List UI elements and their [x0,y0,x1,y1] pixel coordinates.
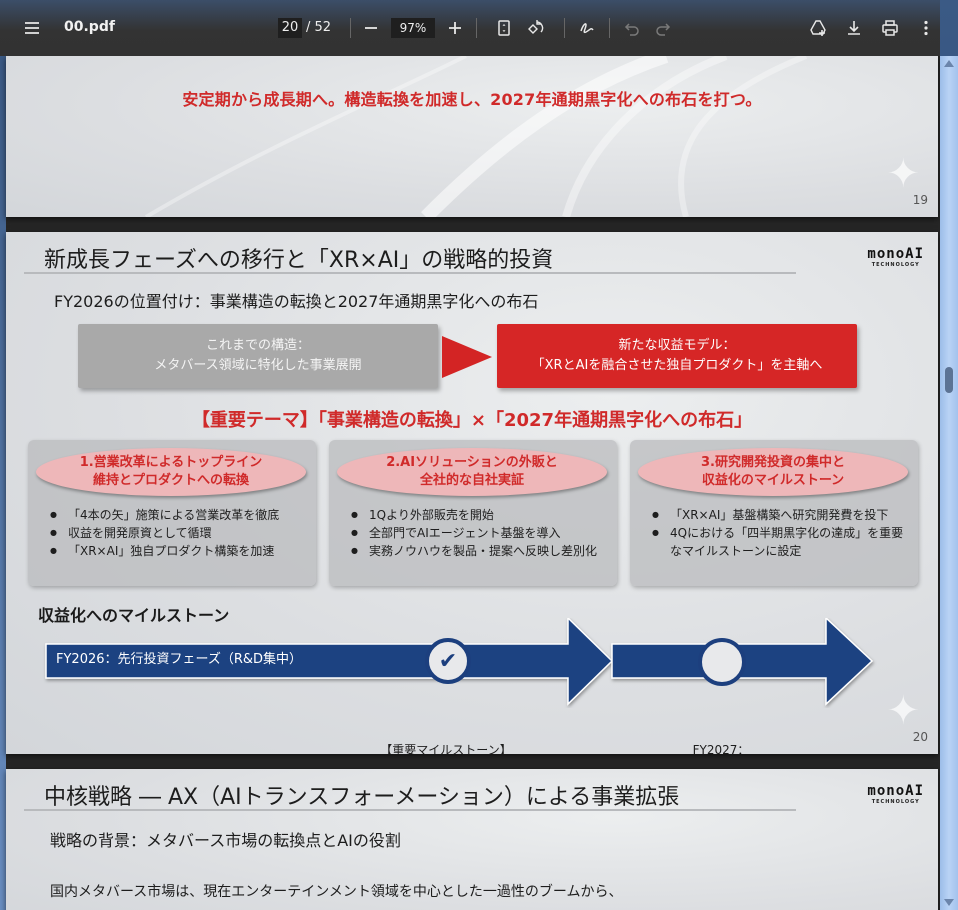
new-model-text: 「XRとAIを融合させた独自プロダクト」を主軸へ [531,358,823,373]
card-title: 1.営業改革によるトップライン 維持とプロダクトへの転換 [36,448,306,496]
bullet-item: 「4本の矢」施策による営業改革を徹底 [50,506,308,524]
new-model-box: 新たな収益モデル： 「XRとAIを融合させた独自プロダクト」を主軸へ [497,324,857,388]
strategy-card: 1.営業改革によるトップライン 維持とプロダクトへの転換 「4本の矢」施策による… [28,440,316,586]
checkmark-icon: ✔ [425,638,471,684]
toolbar-divider [609,18,610,38]
pdf-page-19: 安定期から成長期へ。構造転換を加速し、2027年通期黒字化への布石を打つ。 ✦ … [6,56,938,217]
old-structure-label: これまでの構造： [205,338,310,353]
redo-icon[interactable] [651,16,675,40]
sparkle-icon: ✦ [886,688,920,734]
pdf-toolbar: 00.pdf 20 / 52 97% [0,0,940,56]
slide-title: 中核戦略 ― AX（AIトランスフォーメーション）による事業拡張 [44,785,680,810]
card-title-line: 3.研究開発投資の集中と [701,455,845,470]
monoai-logo: monoAI TECHNOLOGY [867,246,924,268]
slide-title: 新成長フェーズへの移行と「XR×AI」の戦略的投資 [44,248,554,273]
page-19-headline: 安定期から成長期へ。構造転換を加速し、2027年通期黒字化への布石を打つ。 [182,90,762,109]
new-model-label: 新たな収益モデル： [618,338,736,353]
toolbar-divider [350,18,351,38]
menu-icon[interactable] [20,16,44,40]
title-divider [24,272,796,274]
bullet-item: 実務ノウハウを製品・提案へ反映し差別化 [351,542,609,560]
milestone-note-line: 【重要マイルストーン】 [380,743,512,754]
print-icon[interactable] [878,16,902,40]
scrollbar-thumb[interactable] [945,367,953,393]
road-background-graphic [144,56,808,217]
card-title-line: 1.営業改革によるトップライン [79,455,263,470]
bullet-item: 「XR×AI」独自プロダクト構築を加速 [50,542,308,560]
pen-icon[interactable] [575,16,599,40]
milestone-heading: 収益化へのマイルストーン [38,606,230,625]
body-text: 国内メタバース市場は、現在エンターテインメント領域を中心とした一過性のブームから… [50,884,623,900]
card-title-line: 維持とプロダクトへの転換 [92,473,249,488]
vertical-scrollbar[interactable] [940,56,958,910]
card-bullets: 1Qより外部販売を開始 全部門でAIエージェント基盤を導入 実務ノウハウを製品・… [351,506,609,560]
milestone-note-line: FY2027： [692,743,750,754]
milestone-note-q4: 【重要マイルストーン】 第4四半期：四半期黒字化の達成 [336,742,556,754]
bullet-item: 「XR×AI」基盤構築へ研究開発費を投下 [652,506,910,524]
pdf-page-20: 新成長フェーズへの移行と「XR×AI」の戦略的投資 monoAI TECHNOL… [6,232,938,754]
page-number: 20 [912,730,928,744]
more-vert-icon[interactable] [914,16,938,40]
card-title-line: 全社的な自社実証 [419,473,524,488]
logo-subtext: TECHNOLOGY [871,262,920,268]
card-title: 3.研究開発投資の集中と 収益化のマイルストーン [638,448,908,496]
rotate-icon[interactable] [524,16,548,40]
old-structure-text: メタバース領域に特化した事業展開 [154,358,362,373]
monoai-logo: monoAI TECHNOLOGY [867,783,924,805]
slide-subtitle: 戦略の背景：メタバース市場の転換点とAIの役割 [50,831,401,850]
sparkle-icon: ✦ [886,151,920,197]
undo-icon[interactable] [620,16,644,40]
card-title-line: 2.AIソリューションの外販と [386,455,558,470]
bullet-item: 4Qにおける「四半期黒字化の達成」を重要なマイルストーンに設定 [652,524,910,560]
logo-text: monoAI [867,246,924,262]
pdf-viewer[interactable]: 安定期から成長期へ。構造転換を加速し、2027年通期黒字化への布石を打つ。 ✦ … [0,56,940,910]
old-structure-box: これまでの構造： メタバース領域に特化した事業展開 [78,324,438,388]
bullet-item: 収益を開発原資として循環 [50,524,308,542]
page-number: 19 [912,193,928,207]
scroll-up-arrow-icon[interactable] [944,60,954,67]
add-to-drive-icon[interactable] [806,16,830,40]
file-name: 00.pdf [64,19,115,35]
toolbar-divider [476,18,477,38]
logo-subtext: TECHNOLOGY [871,799,920,805]
plus-icon[interactable] [443,16,467,40]
fy2026-phase-label: FY2026：先行投資フェーズ（R&D集中） [56,652,303,667]
page-total: / 52 [306,20,332,35]
fit-page-icon[interactable] [492,16,516,40]
card-bullets: 「4本の矢」施策による営業改革を徹底 収益を開発原資として循環 「XR×AI」独… [50,506,308,560]
bullet-item: 1Qより外部販売を開始 [351,506,609,524]
transition-arrow-icon [442,336,492,378]
zoom-level-input[interactable]: 97% [391,18,435,38]
pdf-page-21: 中核戦略 ― AX（AIトランスフォーメーション）による事業拡張 monoAI … [6,769,938,910]
key-theme: 【重要テーマ】「事業構造の転換」×「2027年通期黒字化への布石」 [191,410,753,431]
download-icon[interactable] [842,16,866,40]
slide-subtitle: FY2026の位置付け：事業構造の転換と2027年通期黒字化への布石 [54,292,539,311]
page-number-input[interactable]: 20 [278,18,302,38]
scroll-down-arrow-icon[interactable] [944,899,954,906]
minus-icon[interactable] [359,16,383,40]
logo-text: monoAI [867,783,924,799]
title-divider [24,809,796,811]
milestone-timeline: FY2026：先行投資フェーズ（R&D集中） ✔ [6,618,938,708]
toolbar-divider [564,18,565,38]
card-title-line: 収益化のマイルストーン [701,473,845,488]
strategy-card: 3.研究開発投資の集中と 収益化のマイルストーン 「XR×AI」基盤構築へ研究開… [630,440,918,586]
milestone-circle-icon [698,638,746,686]
strategy-card: 2.AIソリューションの外販と 全社的な自社実証 1Qより外部販売を開始 全部門… [329,440,617,586]
card-bullets: 「XR×AI」基盤構築へ研究開発費を投下 4Qにおける「四半期黒字化の達成」を重… [652,506,910,560]
bullet-item: 全部門でAIエージェント基盤を導入 [351,524,609,542]
card-title: 2.AIソリューションの外販と 全社的な自社実証 [337,448,607,496]
milestone-note-fy2027: FY2027： 「通期黒字化」を確実なものへ [606,742,836,754]
